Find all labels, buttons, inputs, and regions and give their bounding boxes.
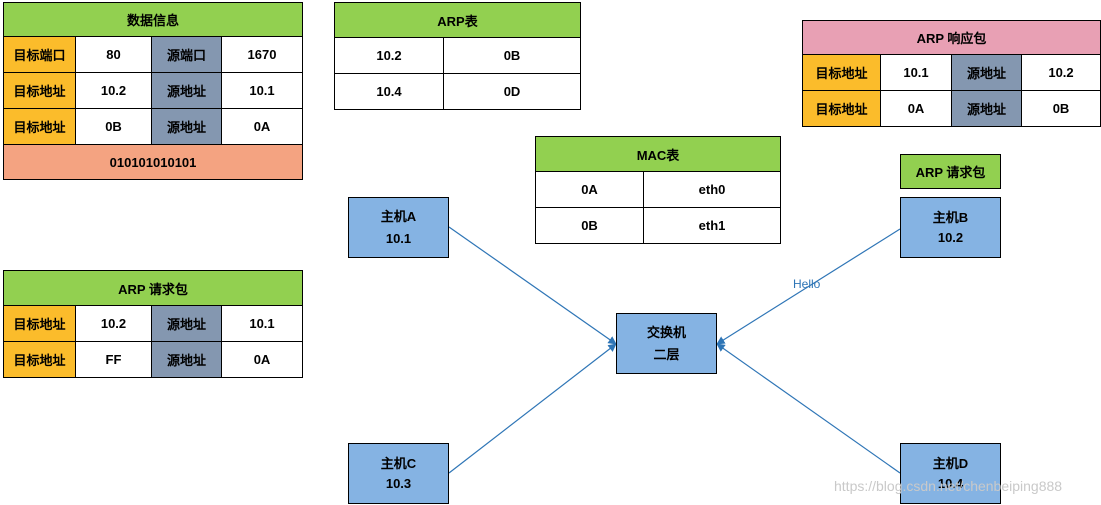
arp-ip: 10.4 bbox=[334, 73, 444, 110]
payload-bits: 010101010101 bbox=[2, 144, 304, 180]
arp-request-label: ARP 请求包 bbox=[900, 154, 1001, 189]
host-c[interactable]: 主机C 10.3 bbox=[348, 443, 449, 504]
arp-mac: 0D bbox=[442, 73, 582, 110]
host-b-ip: 10.2 bbox=[937, 229, 964, 245]
arp-table-title: ARP表 bbox=[333, 2, 582, 38]
arp-response-table: ARP 响应包 目标地址 10.1 源地址 10.2 目标地址 0A 源地址 0… bbox=[801, 20, 1101, 127]
field-label: 目标地址 bbox=[3, 108, 76, 145]
field-value: 1670 bbox=[220, 36, 304, 73]
field-value: 0A bbox=[880, 90, 952, 127]
link-host-c-switch bbox=[448, 343, 617, 474]
arp-request-table: ARP 请求包 目标地址 10.2 源地址 10.1 目标地址 FF 源地址 0… bbox=[2, 270, 304, 378]
host-d-ip: 10.4 bbox=[937, 475, 964, 491]
host-b[interactable]: 主机B 10.2 bbox=[900, 197, 1001, 258]
host-a-name: 主机A bbox=[380, 208, 417, 224]
field-label: 源地址 bbox=[151, 72, 222, 109]
field-value: 10.1 bbox=[220, 305, 304, 342]
host-b-name: 主机B bbox=[932, 209, 969, 225]
field-value: 0B bbox=[1020, 90, 1101, 127]
mac-address: 0A bbox=[535, 171, 644, 208]
field-value: 10.1 bbox=[220, 72, 304, 109]
field-label: 目标地址 bbox=[3, 341, 76, 378]
link-host-b-switch bbox=[716, 228, 901, 345]
field-label: 目标地址 bbox=[3, 305, 76, 342]
arp-table: ARP表 10.2 0B 10.4 0D bbox=[333, 2, 582, 110]
mac-table: MAC表 0A eth0 0B eth1 bbox=[534, 136, 782, 244]
field-value: 10.2 bbox=[1020, 54, 1101, 91]
data-info-title: 数据信息 bbox=[2, 2, 304, 37]
arp-response-title: ARP 响应包 bbox=[801, 20, 1101, 55]
host-a[interactable]: 主机A 10.1 bbox=[348, 197, 449, 258]
watermark: https://blog.csdn.net/chenbeiping888 bbox=[834, 478, 1063, 494]
field-label: 目标地址 bbox=[3, 72, 76, 109]
field-label: 目标地址 bbox=[802, 90, 881, 127]
hello-label: Hello bbox=[793, 277, 821, 291]
field-label: 源地址 bbox=[151, 305, 222, 342]
arp-request-title: ARP 请求包 bbox=[2, 270, 304, 306]
field-label: 源地址 bbox=[951, 90, 1022, 127]
field-label: 源地址 bbox=[151, 108, 222, 145]
mac-port: eth0 bbox=[642, 171, 782, 208]
host-d-name: 主机D bbox=[932, 455, 969, 471]
field-label: 目标地址 bbox=[802, 54, 881, 91]
host-a-ip: 10.1 bbox=[385, 230, 412, 246]
host-d[interactable]: 主机D 10.4 bbox=[900, 443, 1001, 504]
field-label: 源地址 bbox=[151, 341, 222, 378]
link-host-d-switch bbox=[716, 343, 901, 474]
mac-address: 0B bbox=[535, 207, 644, 244]
switch[interactable]: 交换机 二层 bbox=[616, 313, 717, 374]
switch-name: 交换机 bbox=[646, 324, 686, 340]
field-value: 0B bbox=[75, 108, 152, 145]
host-c-name: 主机C bbox=[380, 455, 417, 471]
field-value: 10.2 bbox=[75, 72, 152, 109]
switch-layer: 二层 bbox=[653, 346, 680, 362]
mac-table-title: MAC表 bbox=[534, 136, 782, 172]
field-value: 0A bbox=[220, 108, 304, 145]
mac-port: eth1 bbox=[642, 207, 782, 244]
field-value: 10.1 bbox=[880, 54, 952, 91]
data-info-table: 数据信息 目标端口 80 源端口 1670 目标地址 10.2 源地址 10.1… bbox=[2, 2, 304, 180]
host-c-ip: 10.3 bbox=[385, 475, 412, 491]
field-value: 0A bbox=[220, 341, 304, 378]
field-value: FF bbox=[75, 341, 152, 378]
link-host-a-switch bbox=[448, 226, 617, 345]
